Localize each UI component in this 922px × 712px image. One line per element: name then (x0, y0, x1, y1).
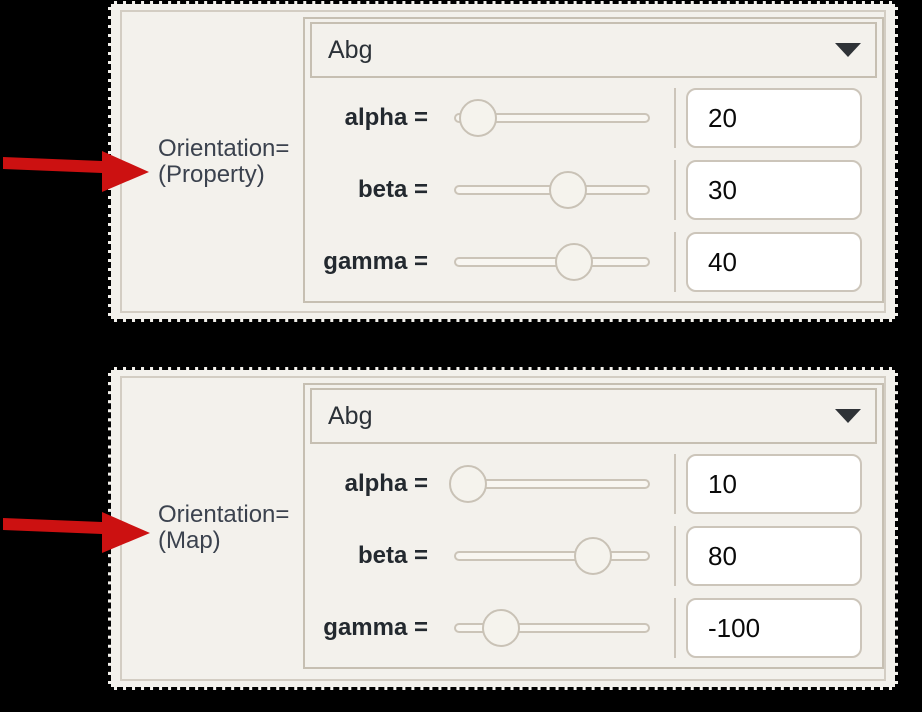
gamma-slider-row: gamma = (305, 232, 882, 292)
beta-value-input[interactable] (686, 526, 862, 586)
beta-slider-label: beta = (357, 176, 428, 203)
slider-thumb[interactable] (554, 243, 593, 281)
alpha-slider[interactable] (448, 454, 650, 514)
orientation-label-line1: Orientation= (158, 135, 290, 162)
slider-track[interactable] (454, 113, 650, 123)
slider-thumb[interactable] (574, 537, 613, 575)
beta-slider[interactable] (454, 160, 650, 220)
divider (674, 598, 676, 658)
orientation-controls-box: Abg alpha = beta = gamma = (303, 17, 884, 303)
slider-track[interactable] (454, 551, 650, 561)
orientation-property-label: Orientation= (Property) (158, 136, 289, 188)
orientation-label-line1: Orientation= (158, 501, 290, 528)
slider-thumb[interactable] (482, 609, 521, 647)
gamma-value-input[interactable] (686, 598, 862, 658)
beta-slider-row: beta = (305, 526, 882, 586)
gamma-slider[interactable] (454, 232, 650, 292)
gamma-value-input[interactable] (686, 232, 862, 292)
dropdown-selected-value: Abg (328, 35, 373, 64)
beta-slider-row: beta = (305, 160, 882, 220)
beta-slider-label: beta = (357, 542, 428, 569)
gamma-slider-row: gamma = (305, 598, 882, 658)
alpha-slider-label: alpha = (344, 470, 428, 497)
gamma-slider-label: gamma = (323, 614, 428, 641)
alpha-value-input[interactable] (686, 88, 862, 148)
chevron-down-icon (835, 43, 861, 57)
orientation-label-line2: (Property) (158, 161, 265, 188)
gamma-slider-label: gamma = (323, 248, 428, 275)
orientation-type-dropdown[interactable]: Abg (310, 22, 877, 78)
manipulate-panel-property: Orientation= (Property) Abg alpha = beta… (108, 1, 898, 322)
slider-thumb[interactable] (448, 465, 487, 503)
divider (674, 232, 676, 292)
orientation-map-label: Orientation= (Map) (158, 502, 289, 554)
beta-slider[interactable] (454, 526, 650, 586)
slider-thumb[interactable] (458, 99, 497, 137)
manipulate-panel-map: Orientation= (Map) Abg alpha = beta = (108, 367, 898, 690)
alpha-value-input[interactable] (686, 454, 862, 514)
dropdown-selected-value: Abg (328, 401, 373, 430)
alpha-slider-row: alpha = (305, 454, 882, 514)
beta-value-input[interactable] (686, 160, 862, 220)
orientation-label-line2: (Map) (158, 527, 221, 554)
gamma-slider[interactable] (454, 598, 650, 658)
orientation-type-dropdown[interactable]: Abg (310, 388, 877, 444)
divider (674, 88, 676, 148)
slider-thumb[interactable] (548, 171, 587, 209)
slider-track[interactable] (454, 623, 650, 633)
divider (674, 454, 676, 514)
orientation-controls-box: Abg alpha = beta = gamma = (303, 383, 884, 669)
alpha-slider-row: alpha = (305, 88, 882, 148)
divider (674, 526, 676, 586)
chevron-down-icon (835, 409, 861, 423)
alpha-slider[interactable] (454, 88, 650, 148)
slider-track[interactable] (454, 257, 650, 267)
alpha-slider-label: alpha = (344, 104, 428, 131)
divider (674, 160, 676, 220)
